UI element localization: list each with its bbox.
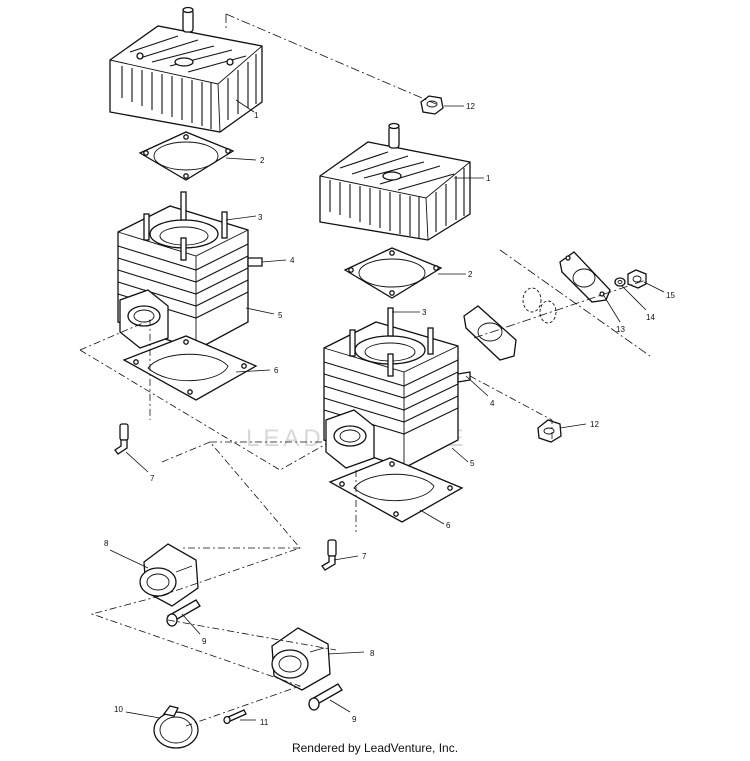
base-gasket-left[interactable] [122, 335, 258, 401]
bolt-9-lower[interactable] [308, 683, 343, 711]
callout-5-left: 5 [278, 311, 283, 320]
cylinder-right[interactable] [323, 307, 471, 469]
head-gasket-left[interactable] [138, 131, 235, 181]
washer-14[interactable] [614, 277, 626, 287]
intake-manifold-lower[interactable] [271, 627, 331, 691]
callout-10: 10 [114, 705, 123, 714]
leader-lines [109, 99, 665, 721]
callout-13: 13 [616, 325, 625, 334]
callout-8-lower: 8 [370, 649, 375, 658]
nut-12-lower[interactable] [537, 419, 562, 443]
exhaust-rings [522, 287, 557, 324]
callout-12-lower: 12 [590, 420, 599, 429]
callout-5-right: 5 [470, 459, 475, 468]
cylinder-left[interactable] [117, 191, 263, 351]
exhaust-gasket-13[interactable] [559, 251, 611, 303]
fitting-left[interactable] [114, 423, 129, 455]
nut-15[interactable] [627, 269, 647, 289]
footer-credit: Rendered by LeadVenture, Inc. [291, 741, 459, 755]
callout-9-upper: 9 [202, 637, 207, 646]
screw-11[interactable] [223, 709, 247, 725]
callout-7-right: 7 [362, 552, 367, 561]
bolt-9-upper[interactable] [166, 599, 201, 627]
cylinder-head-right[interactable] [319, 122, 471, 241]
callout-3-left: 3 [258, 213, 263, 222]
callout-2-left: 2 [260, 156, 265, 165]
callout-4-right: 4 [490, 399, 495, 408]
exhaust-flange[interactable] [463, 305, 517, 361]
callout-9-lower: 9 [352, 715, 357, 724]
callout-numbers: 1 2 3 4 5 6 7 12 1 2 3 4 5 6 7 12 13 14 … [104, 102, 675, 727]
callout-7-left: 7 [150, 474, 155, 483]
base-gasket-right[interactable] [328, 457, 464, 523]
callout-6-right: 6 [446, 521, 451, 530]
nut-12-top[interactable] [420, 95, 444, 115]
fitting-right[interactable] [321, 539, 337, 571]
clamp-10[interactable] [153, 705, 199, 749]
cylinder-head-left[interactable] [109, 6, 263, 133]
callout-4-left: 4 [290, 256, 295, 265]
callout-14: 14 [646, 313, 655, 322]
callout-1-left: 1 [254, 111, 259, 120]
callout-1-right: 1 [486, 174, 491, 183]
head-gasket-right[interactable] [343, 247, 443, 299]
intake-manifold-upper[interactable] [139, 543, 199, 607]
callout-6-left: 6 [274, 366, 279, 375]
callout-15: 15 [666, 291, 675, 300]
callout-3-right: 3 [422, 308, 427, 317]
callout-2-right: 2 [468, 270, 473, 279]
callout-12-top: 12 [466, 102, 475, 111]
callout-11: 11 [260, 718, 269, 727]
assembly-lines [79, 13, 651, 727]
callout-8-upper: 8 [104, 539, 109, 548]
